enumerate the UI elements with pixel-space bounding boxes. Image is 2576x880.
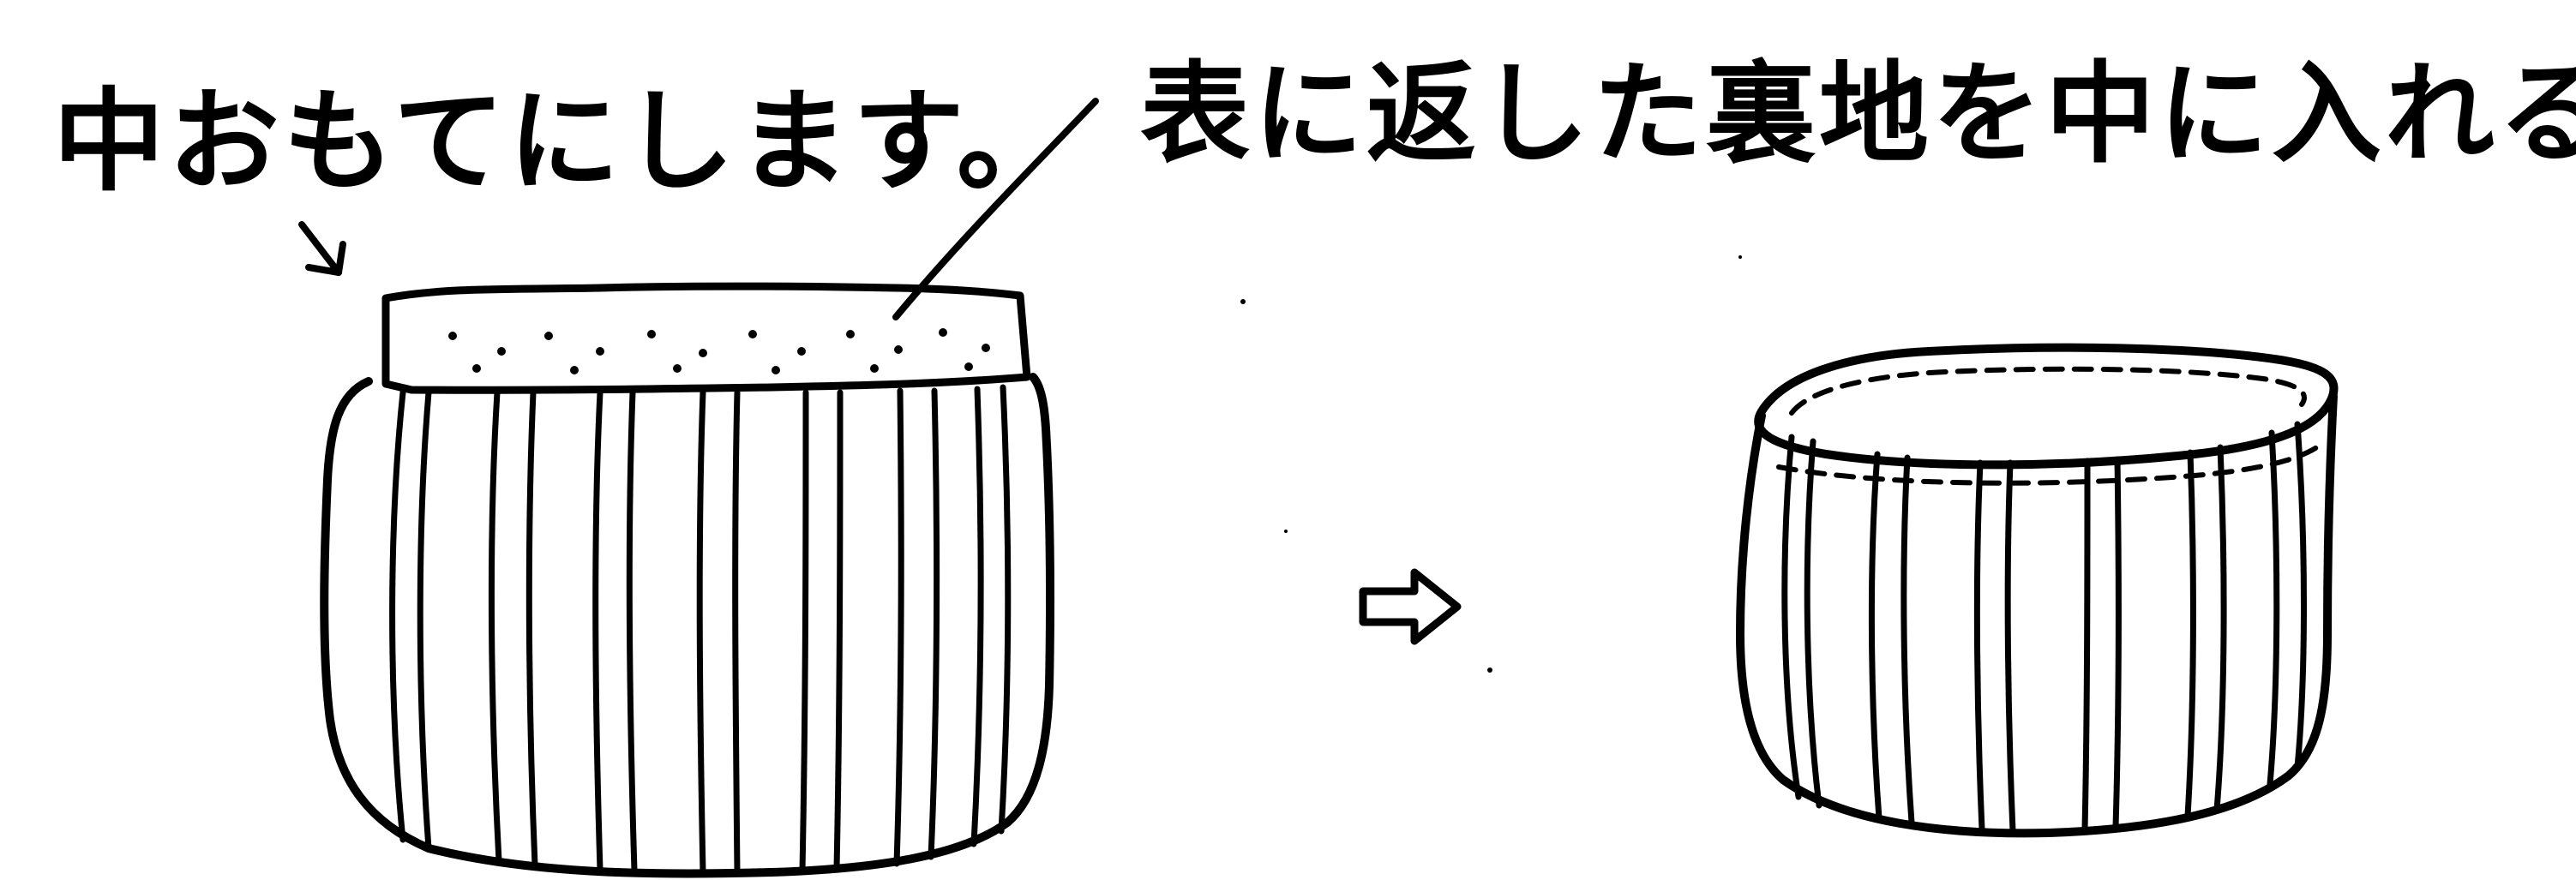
- lining-dots-left: [448, 328, 990, 374]
- right-arrow-icon: [1359, 568, 1462, 645]
- lining-band-left: [381, 282, 1031, 394]
- small-down-arrow-icon: [298, 221, 346, 276]
- label-inside-out: 中おもてにします。: [53, 76, 1072, 207]
- stray-dots: [1240, 255, 1742, 673]
- basket-stripes-left: [389, 384, 1012, 876]
- label-insert-lining: 表に返した裏地を中に入れる: [1140, 51, 2576, 178]
- basket-right: [1736, 343, 2339, 838]
- basket-stripes-right: [1781, 421, 2307, 835]
- leader-line: [892, 98, 1099, 320]
- basket-body-left: [320, 373, 1054, 878]
